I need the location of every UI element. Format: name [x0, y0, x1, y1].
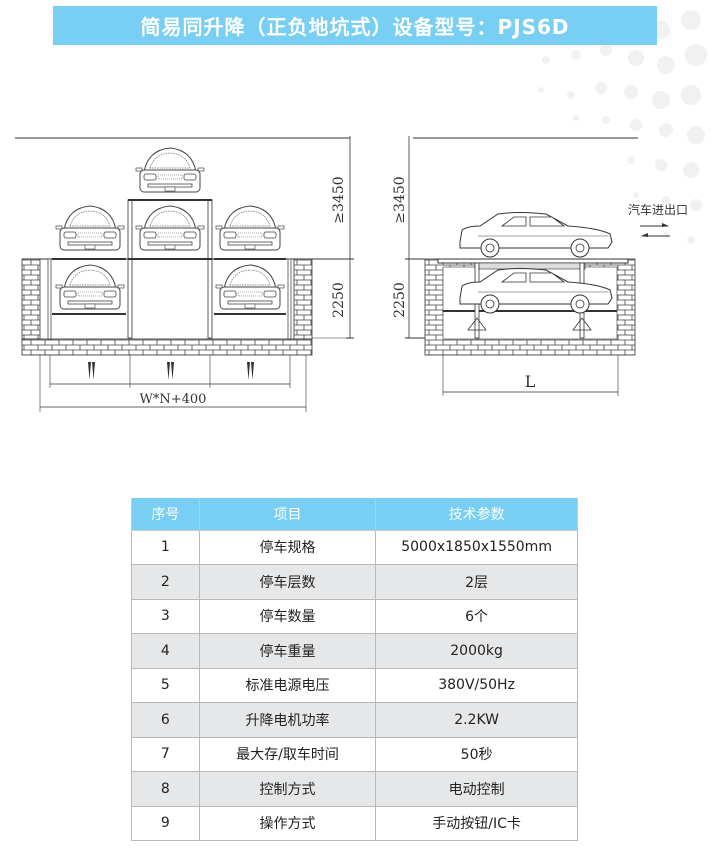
row-item: 停车数量 — [198, 598, 377, 634]
row-no: 6 — [131, 702, 200, 738]
table-header-row: 序号 项目 技术参数 — [131, 498, 578, 531]
car-top-center — [135, 147, 205, 193]
row-no: 9 — [131, 805, 200, 841]
table-row: 7 最大存/取车时间 50秒 — [131, 736, 578, 772]
side-dim-pit-depth: 2250 — [392, 282, 408, 318]
row-no: 4 — [131, 633, 200, 669]
arrow-right-icon — [640, 223, 669, 227]
page-title: 简易同升降（正负地坑式）设备型号：PJS6D — [53, 6, 657, 45]
row-item: 最大存/取车时间 — [198, 736, 377, 772]
row-value: 电动控制 — [375, 771, 578, 807]
car-upper-side — [459, 212, 613, 258]
row-no: 2 — [131, 564, 200, 600]
row-no: 3 — [131, 598, 200, 634]
row-item: 停车层数 — [198, 564, 377, 600]
row-value: 50秒 — [375, 736, 578, 772]
row-value: 380V/50Hz — [375, 667, 578, 703]
table-row: 9 操作方式 手动按钮/IC卡 — [131, 805, 578, 841]
row-value: 2.2KW — [375, 702, 578, 738]
side-dim-top-height: ≥3450 — [392, 176, 408, 223]
row-value: 5000x1850x1550mm — [375, 529, 578, 565]
row-no: 1 — [131, 529, 200, 565]
table-row: 6 升降电机功率 2.2KW — [131, 702, 578, 738]
row-value: 6个 — [375, 598, 578, 634]
table-row: 5 标准电源电压 380V/50Hz — [131, 667, 578, 703]
dim-top-height: ≥3450 — [331, 176, 347, 223]
table-row: 3 停车数量 6个 — [131, 598, 578, 634]
row-no: 5 — [131, 667, 200, 703]
car-lower-right — [215, 264, 285, 310]
row-value: 2000kg — [375, 633, 578, 669]
table-row: 4 停车重量 2000kg — [131, 633, 578, 669]
row-item: 升降电机功率 — [198, 702, 377, 738]
row-item: 操作方式 — [198, 805, 377, 841]
table-row: 1 停车规格 5000x1850x1550mm — [131, 529, 578, 565]
table-row: 2 停车层数 2层 — [131, 564, 578, 600]
car-upper-center — [135, 205, 205, 251]
row-value: 2层 — [375, 564, 578, 600]
front-view-drawing: ≥3450 2250 W*N+400 — [15, 136, 354, 412]
header-item: 项目 — [198, 498, 377, 531]
table-row: 8 控制方式 电动控制 — [131, 771, 578, 807]
row-item: 标准电源电压 — [198, 667, 377, 703]
dim-pit-depth: 2250 — [331, 282, 347, 318]
row-value: 手动按钮/IC卡 — [375, 805, 578, 841]
row-item: 停车重量 — [198, 633, 377, 669]
entrance-label: 汽车进出口 — [628, 202, 688, 217]
car-lower-left — [55, 264, 125, 310]
header-no: 序号 — [131, 498, 200, 531]
row-item: 控制方式 — [198, 771, 377, 807]
dim-length: L — [525, 372, 536, 391]
row-no: 7 — [131, 736, 200, 772]
header-value: 技术参数 — [375, 498, 578, 531]
row-item: 停车规格 — [198, 529, 377, 565]
spec-table: 序号 项目 技术参数 1 停车规格 5000x1850x1550mm 2 停车层… — [131, 498, 578, 841]
dim-overall-width: W*N+400 — [140, 392, 207, 407]
car-upper-right — [215, 205, 285, 251]
arrow-left-icon — [641, 233, 670, 237]
side-view-drawing: ≥3450 2250 L 汽车进出口 — [392, 136, 688, 396]
row-no: 8 — [131, 771, 200, 807]
car-upper-left — [55, 205, 125, 251]
